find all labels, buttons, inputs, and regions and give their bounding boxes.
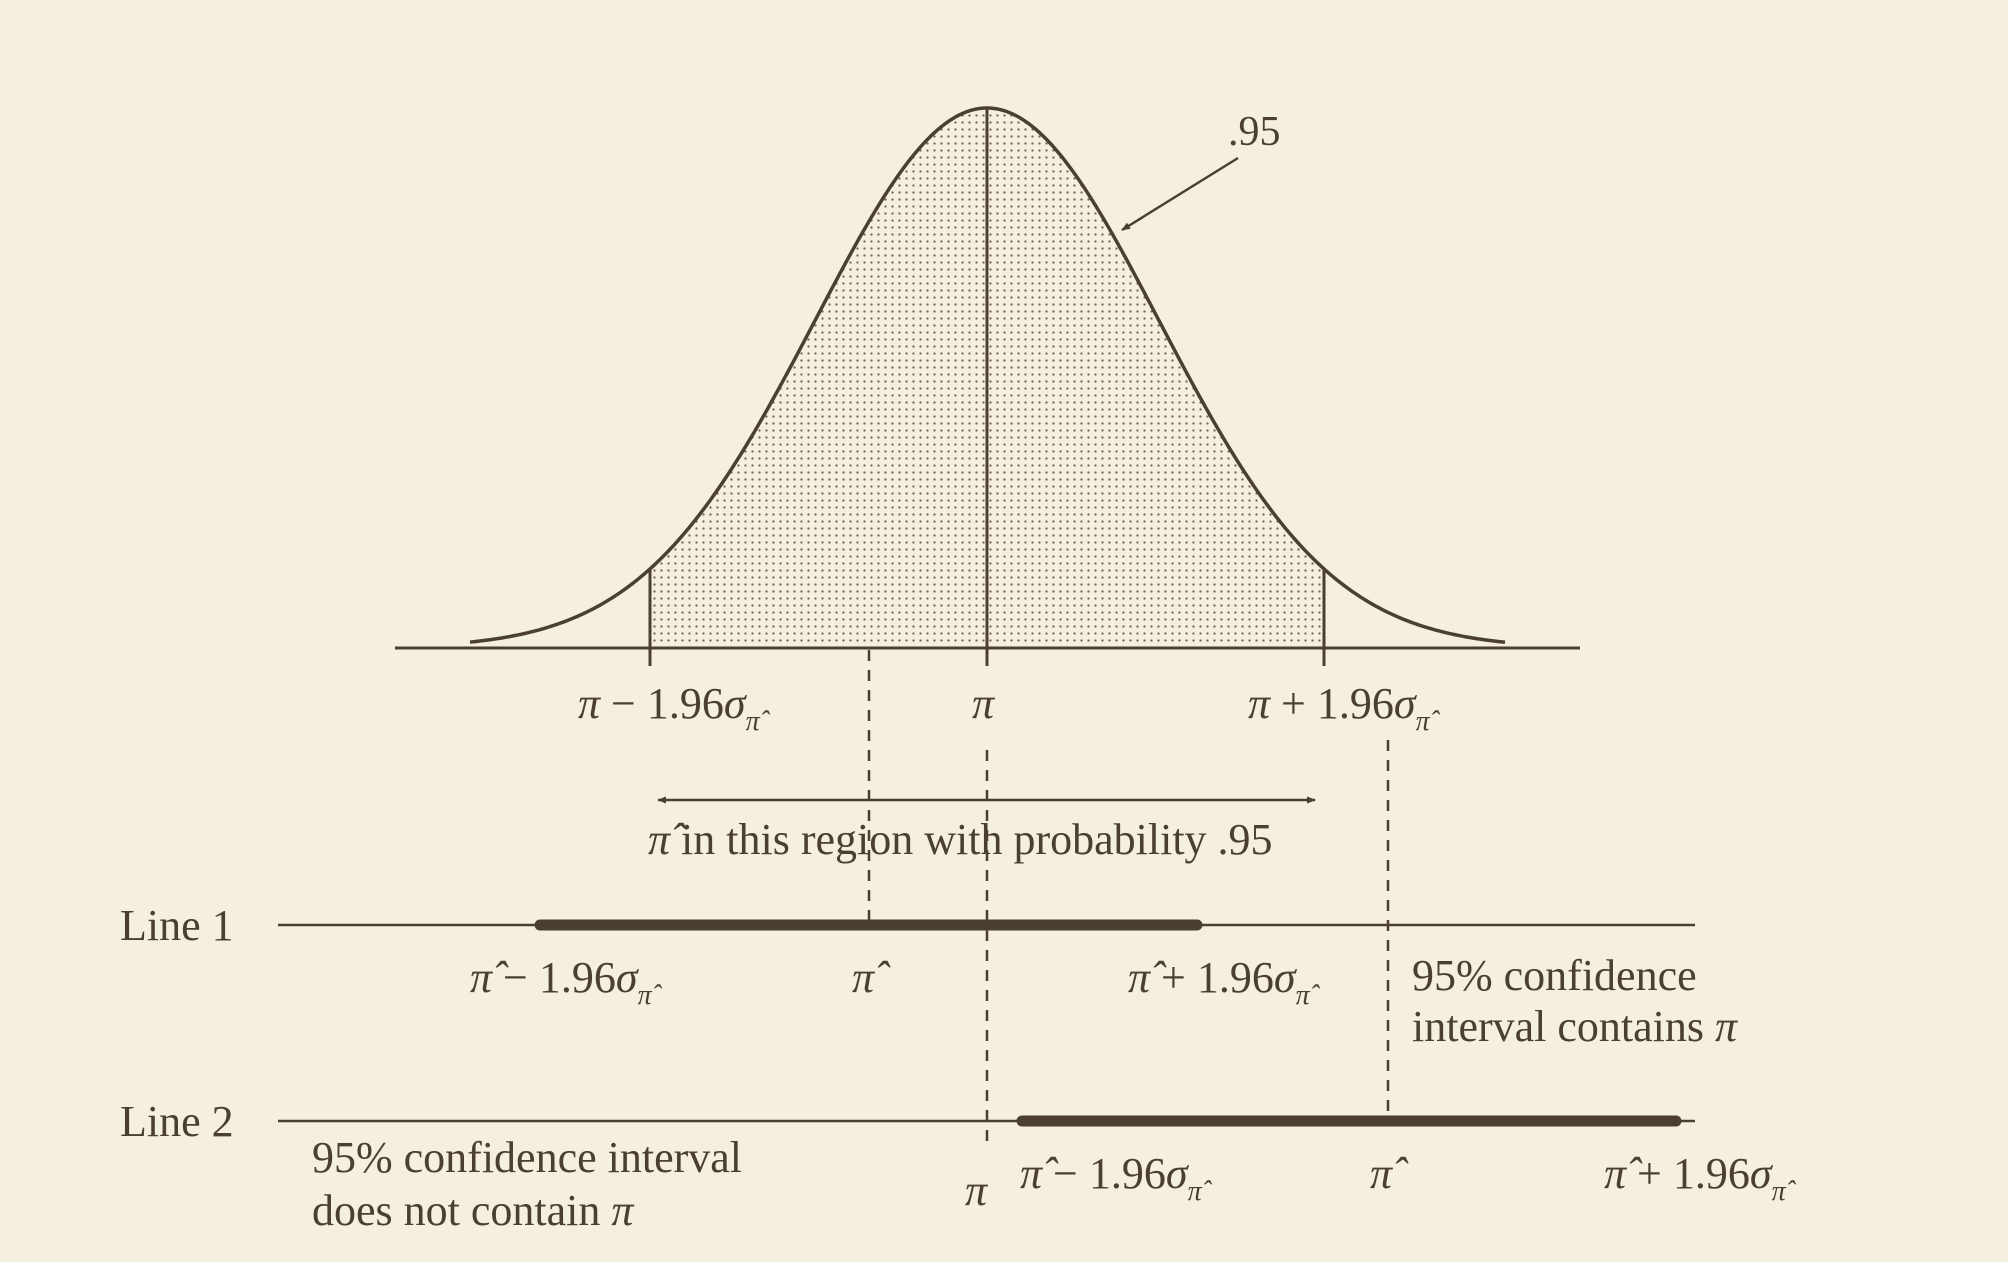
line2-center-label: π̂: [1370, 1149, 1409, 1198]
area-pointer-arrow: [1121, 156, 1239, 232]
line1-left-end-label: π̂ − 1.96σπ̂: [470, 953, 663, 1011]
center-label: π: [972, 679, 996, 728]
line2-label: Line 2: [120, 1097, 234, 1146]
line2-right-end-label: π̂ + 1.96σπ̂: [1604, 1149, 1797, 1207]
right-bound-label: π + 1.96σπ̂: [1248, 679, 1441, 737]
region-note: π̂ in this region with probability .95: [648, 815, 1273, 864]
line1-label: Line 1: [120, 901, 234, 950]
line2-left-end-label: π̂ − 1.96σπ̂: [1020, 1149, 1213, 1207]
line1-center-label: π̂: [852, 953, 891, 1002]
line1-note-line1: 95% confidence: [1412, 951, 1697, 1000]
line2-note-line2: does not contain π: [312, 1186, 635, 1235]
line1-note-line2: interval contains π: [1412, 1002, 1739, 1051]
line1-right-end-label: π̂ + 1.96σπ̂: [1128, 953, 1321, 1011]
area-label: .95: [1228, 109, 1281, 155]
left-bound-label: π − 1.96σπ̂: [578, 679, 771, 737]
line2-pi-marker: π: [965, 1166, 989, 1215]
line2-note-line1: 95% confidence interval: [312, 1133, 742, 1182]
